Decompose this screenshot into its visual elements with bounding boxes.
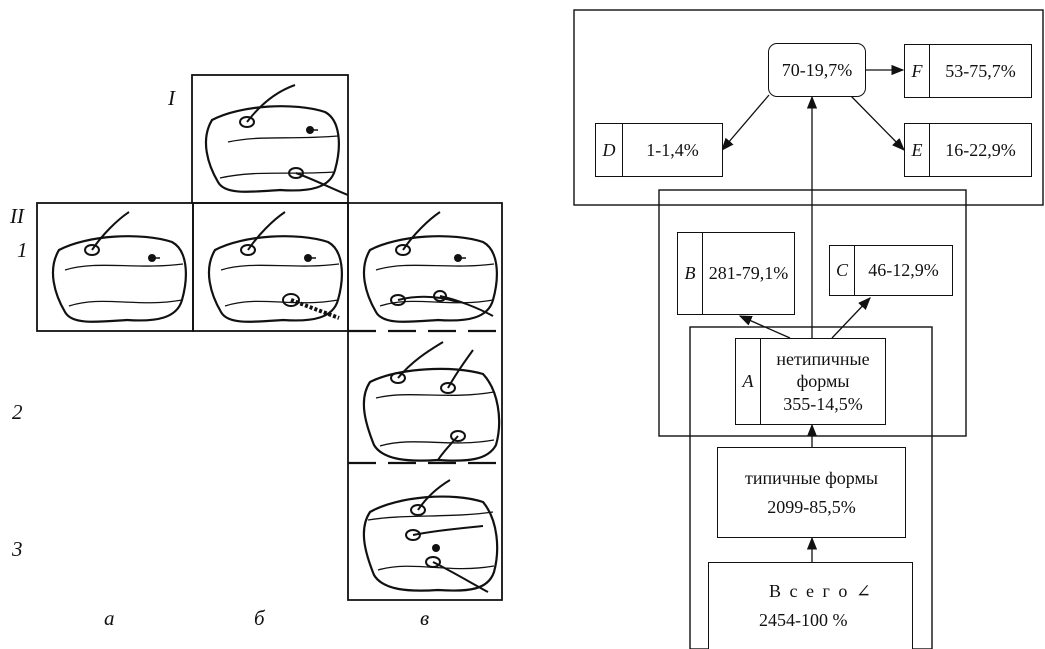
node-typical: типичные формы 2099-85,5% (717, 447, 906, 538)
node-top: 70-19,7% (768, 43, 866, 97)
arrow-to-D (721, 94, 770, 151)
node-E-letter: E (905, 124, 930, 176)
node-F-value: 53-75,7% (945, 60, 1016, 81)
node-A-line1: нетипичные (776, 348, 870, 369)
node-A-letter: A (736, 339, 761, 424)
node-total-line2: 2454-100 % (759, 610, 848, 630)
node-total: В с е г о ∠ 2454-100 % (708, 562, 913, 649)
node-B-letter: B (678, 233, 703, 314)
col-label-a: а (104, 606, 115, 630)
col-label-v: в (420, 606, 430, 630)
arrow-to-E (849, 94, 905, 151)
arrow-to-B (738, 315, 791, 339)
arrow-to-C (831, 297, 871, 339)
node-C-letter: C (830, 246, 855, 295)
row-label-1: 1 (17, 238, 28, 262)
dashed-dividers (348, 329, 502, 465)
node-F: F 53-75,7% (904, 44, 1032, 98)
node-C: C 46-12,9% (829, 245, 953, 296)
inner-frame (689, 326, 933, 649)
node-D-value: 1-1,4% (646, 139, 699, 160)
node-E-value: 16-22,9% (945, 139, 1016, 160)
row-label-2: 2 (12, 400, 23, 424)
node-E: E 16-22,9% (904, 123, 1032, 177)
node-A-value: нетипичные формы 355-14,5% (761, 339, 885, 424)
node-C-value: 46-12,9% (868, 260, 939, 281)
drawing-2-v (362, 341, 501, 462)
node-D-letter: D (596, 124, 623, 176)
drawing-3-v (362, 479, 499, 593)
node-total-line1: В с е г о ∠ (769, 581, 873, 602)
flow-arrows (721, 64, 905, 562)
drawing-1-a (51, 211, 187, 323)
node-B: B 281-79,1% (677, 232, 795, 315)
outer-frame-top (573, 9, 1044, 206)
drawing-I-b (204, 84, 349, 196)
panel-frames (36, 74, 503, 601)
node-D: D 1-1,4% (595, 123, 723, 177)
node-A-line2: формы (796, 371, 850, 392)
node-typical-line1: типичные формы (745, 467, 878, 488)
frame-column-v (347, 202, 503, 601)
node-typical-line2: 2099-85,5% (767, 496, 856, 517)
row-label-I: I (168, 86, 175, 110)
drawing-1-b (207, 211, 343, 323)
node-A-line3: 355-14,5% (783, 393, 863, 414)
drawing-1-v (362, 211, 498, 323)
row-label-3: 3 (12, 537, 23, 561)
node-A: A нетипичные формы 355-14,5% (735, 338, 886, 425)
col-label-b: б (254, 606, 265, 630)
node-B-value: 281-79,1% (708, 263, 789, 284)
row-label-II: II (10, 204, 24, 228)
node-F-letter: F (905, 45, 930, 97)
